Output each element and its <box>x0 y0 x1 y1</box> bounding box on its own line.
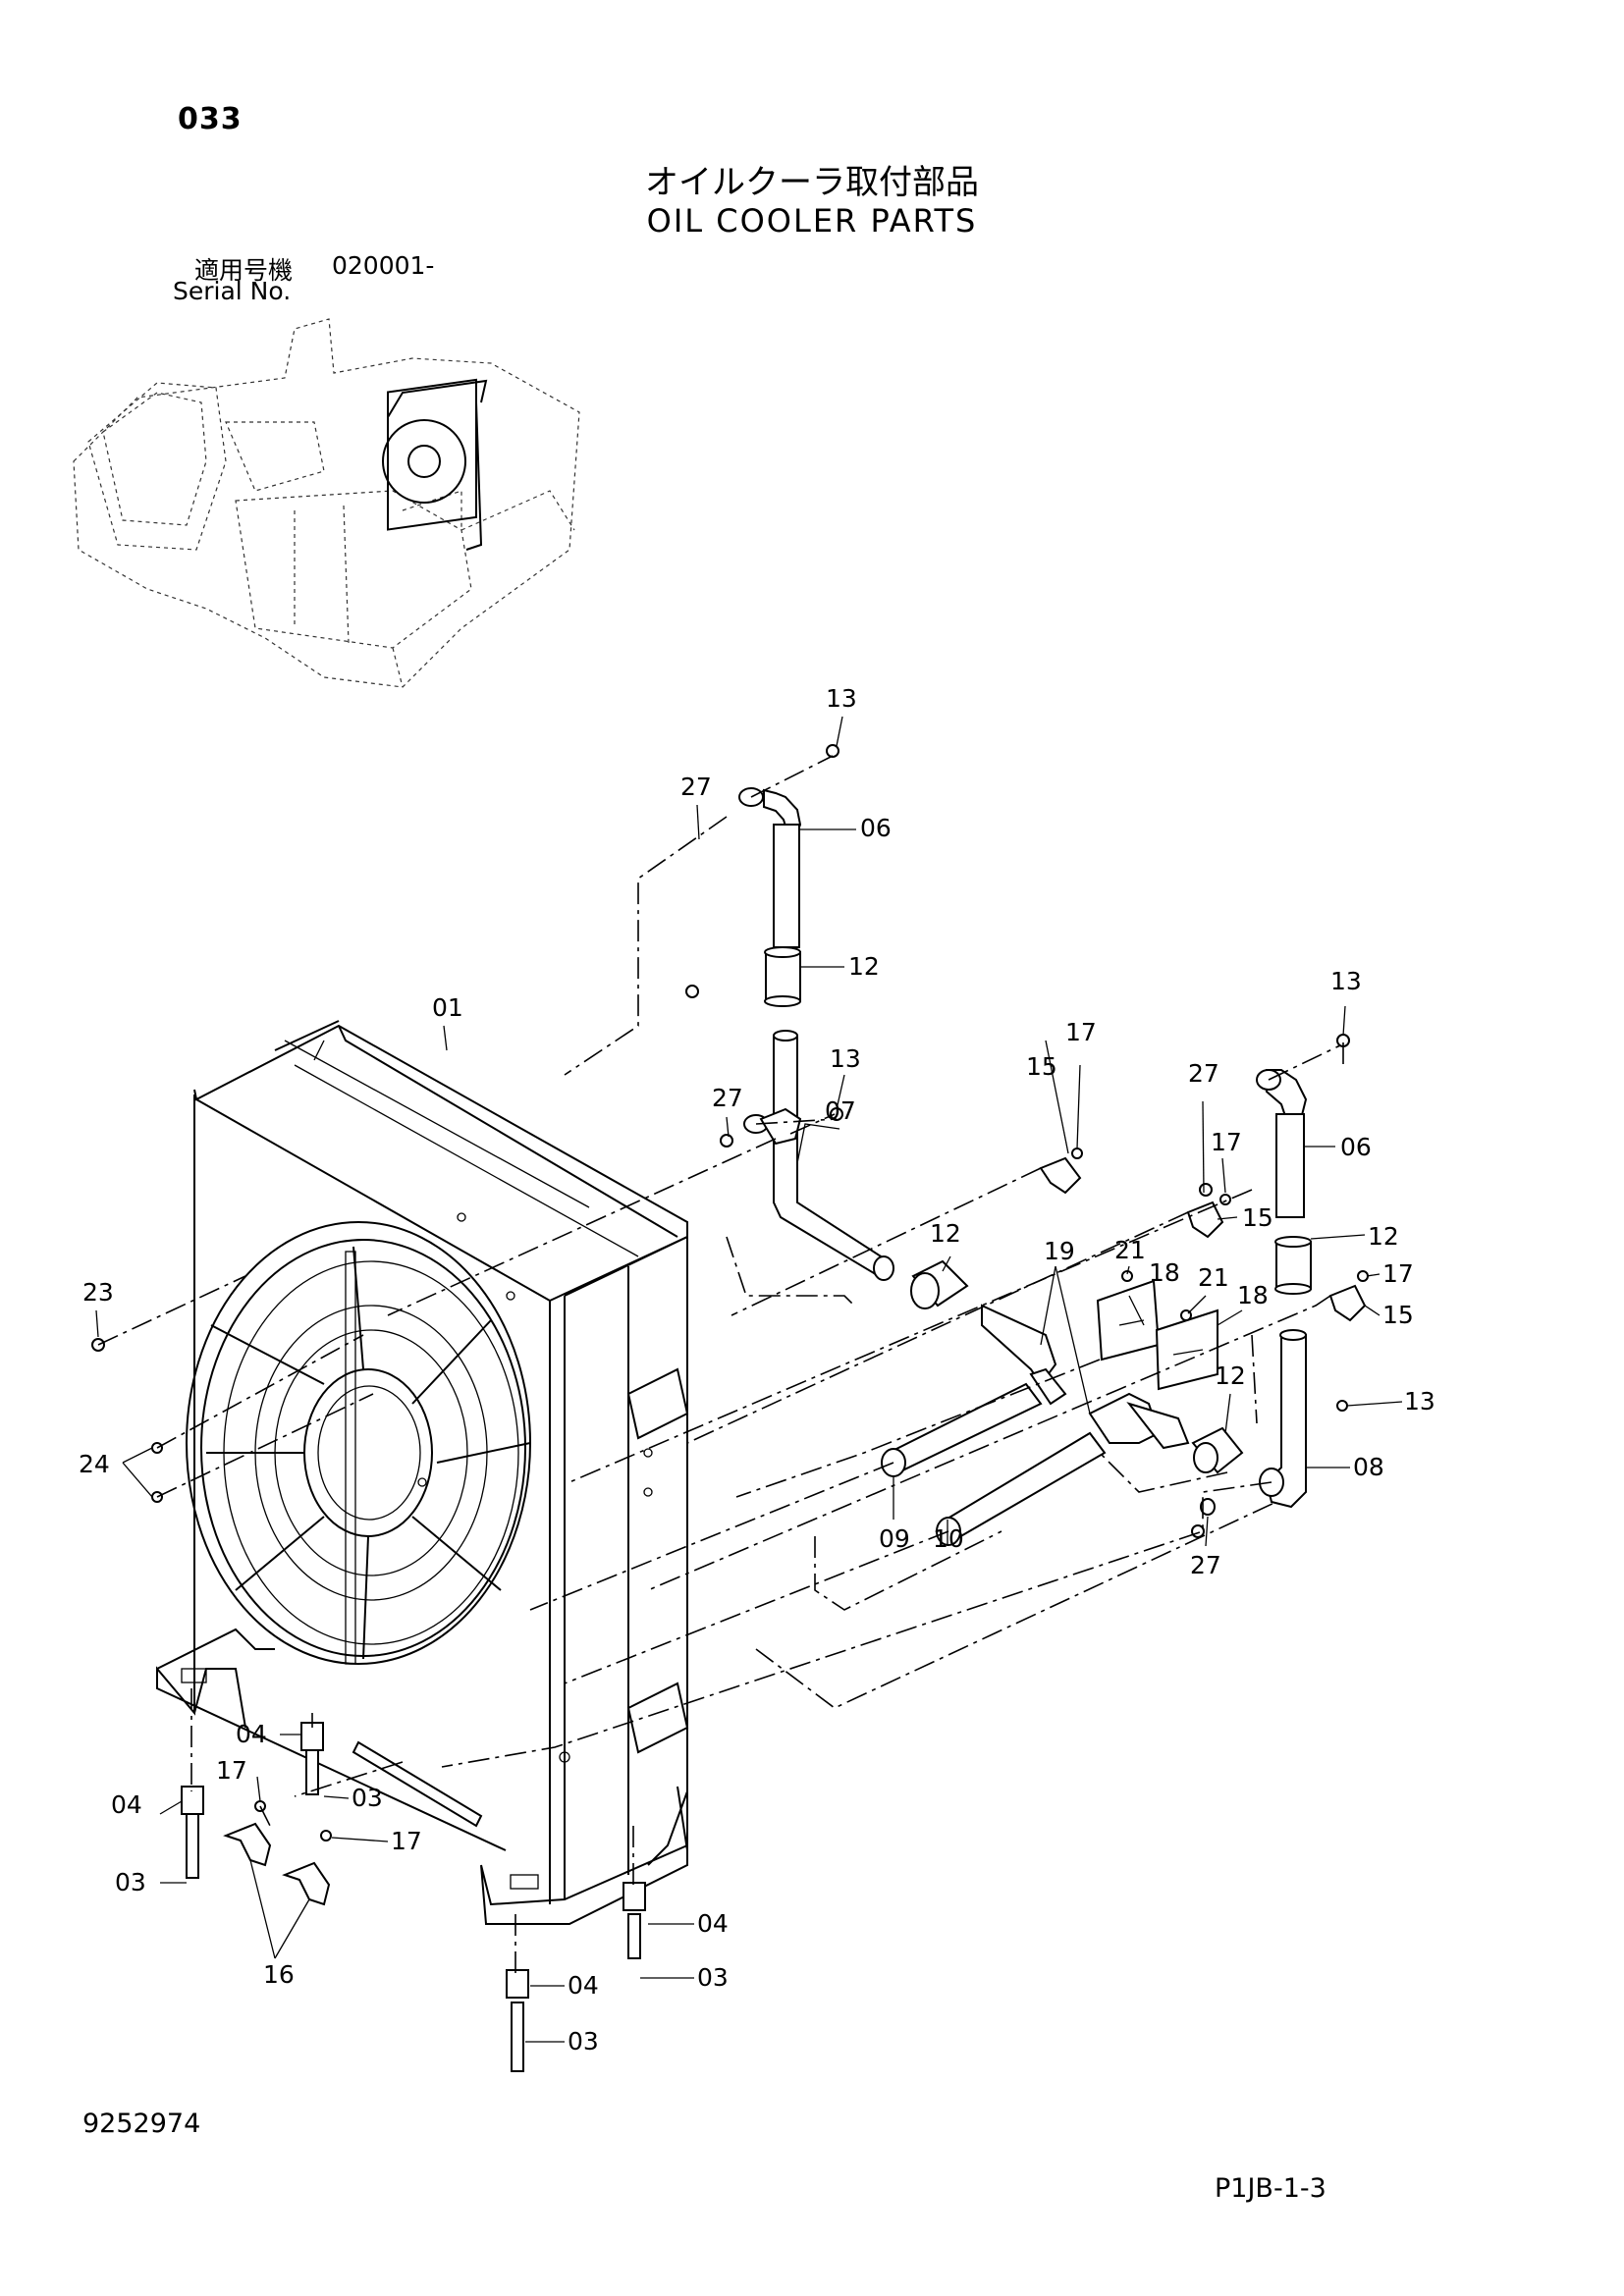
callout-04: 04 <box>568 1971 599 2000</box>
callout-27: 27 <box>1188 1059 1219 1088</box>
callout-23: 23 <box>82 1278 114 1307</box>
callout-09: 09 <box>879 1524 910 1553</box>
title-english: OIL COOLER PARTS <box>646 202 978 240</box>
callout-06: 06 <box>1340 1133 1372 1161</box>
callout-15: 15 <box>1382 1301 1414 1329</box>
callout-27: 27 <box>712 1084 743 1112</box>
callout-24: 24 <box>79 1450 110 1478</box>
oil-cooler-assembly <box>156 1020 689 1925</box>
page-code: P1JB-1-3 <box>1215 2173 1326 2204</box>
callout-06: 06 <box>860 814 892 842</box>
callout-18: 18 <box>1237 1281 1269 1309</box>
callout-18: 18 <box>1149 1258 1180 1287</box>
callout-12: 12 <box>930 1219 961 1248</box>
callout-13: 13 <box>826 684 857 713</box>
callout-27: 27 <box>1190 1551 1221 1579</box>
plates-18 <box>1096 1279 1218 1391</box>
callout-10: 10 <box>933 1524 964 1553</box>
callout-17: 17 <box>1211 1128 1242 1156</box>
leader-lines <box>95 716 1403 2043</box>
callout-17: 17 <box>391 1827 422 1855</box>
callout-12: 12 <box>1368 1222 1399 1251</box>
callout-21: 21 <box>1198 1263 1229 1292</box>
right-pipe-group <box>1191 1069 1312 1516</box>
callout-15: 15 <box>1242 1203 1273 1232</box>
coupling-12-center <box>910 1259 969 1309</box>
callout-01: 01 <box>432 993 463 1022</box>
upper-pipe-group <box>738 787 894 1281</box>
callout-04: 04 <box>236 1720 267 1748</box>
callout-04: 04 <box>111 1790 142 1819</box>
callout-15: 15 <box>1026 1052 1057 1081</box>
serial-label-japanese: 適用号機 <box>194 256 294 285</box>
hose-group <box>881 1304 1190 1546</box>
machine-overview-illustration <box>73 318 580 688</box>
callout-12: 12 <box>848 952 880 981</box>
callout-12: 12 <box>1215 1362 1246 1390</box>
serial-label-english: Serial No. <box>173 277 292 305</box>
callout-27: 27 <box>680 773 712 801</box>
mounting-hardware <box>181 1722 646 2072</box>
document-number: 9252974 <box>82 2109 201 2139</box>
callout-19: 19 <box>1044 1237 1075 1265</box>
callout-17: 17 <box>216 1756 247 1785</box>
callout-13: 13 <box>1330 967 1362 995</box>
overview-cooler <box>382 378 488 551</box>
assembly-lines <box>97 755 1344 1973</box>
callout-13: 13 <box>1404 1387 1435 1415</box>
callout-17: 17 <box>1382 1259 1414 1288</box>
callout-16: 16 <box>263 1960 295 1989</box>
page-number: 033 <box>178 102 243 136</box>
clamps-15 <box>1039 1156 1367 1322</box>
callout-21: 21 <box>1114 1236 1146 1264</box>
callout-07: 07 <box>825 1096 856 1125</box>
callout-08: 08 <box>1353 1453 1384 1481</box>
callout-03: 03 <box>697 1963 729 1992</box>
callout-03: 03 <box>352 1784 383 1812</box>
callout-03: 03 <box>115 1868 146 1896</box>
callout-04: 04 <box>697 1909 729 1938</box>
callout-13: 13 <box>830 1044 861 1073</box>
callout-03: 03 <box>568 2027 599 2056</box>
callout-17: 17 <box>1065 1018 1097 1046</box>
serial-number-value: 020001- <box>332 251 435 280</box>
callout-labels: 13 27 06 12 01 13 27 07 15 17 27 13 06 1… <box>79 684 1435 2056</box>
title-japanese: オイルクーラ取付部品 <box>645 163 979 202</box>
